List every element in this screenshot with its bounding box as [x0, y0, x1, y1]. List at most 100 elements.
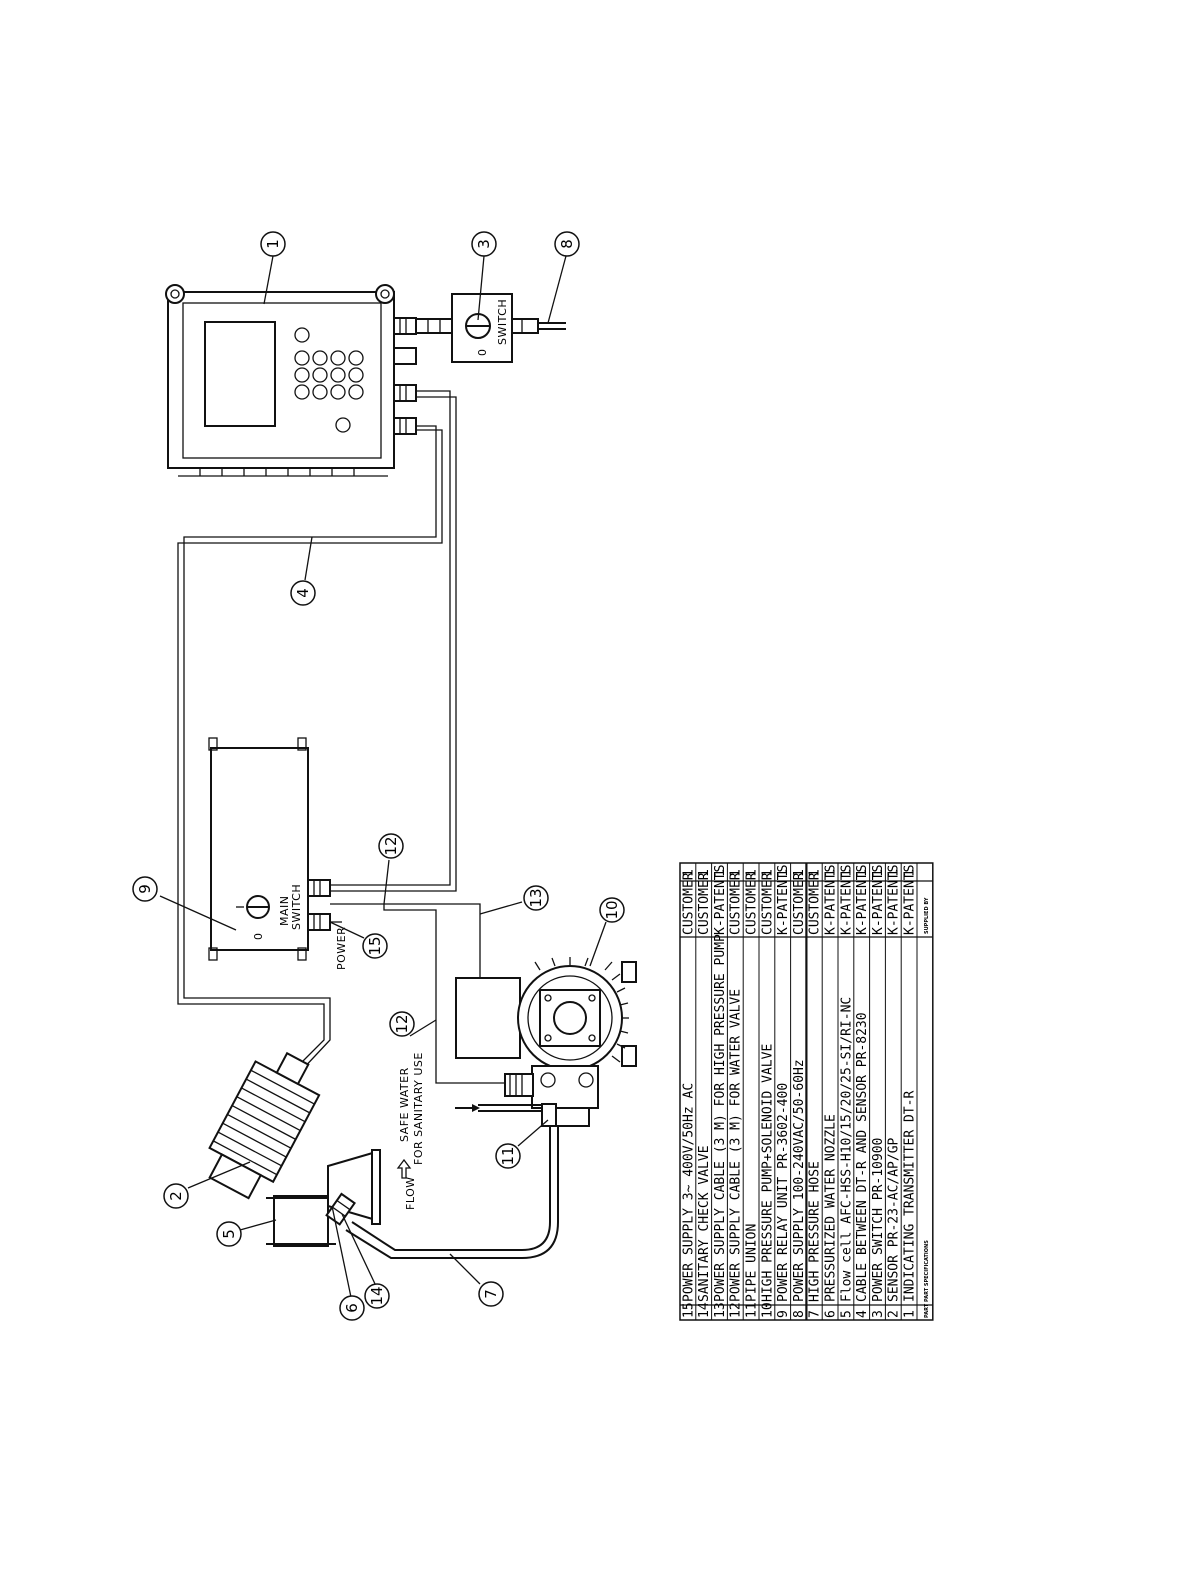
callout-number: 10 [603, 900, 621, 919]
cable-12-13 [330, 903, 535, 1084]
supplied-by-cell: K-PATENTS [871, 865, 886, 935]
part-spec-cell: SENSOR PR-23-AC/AP/GP [887, 1137, 902, 1302]
callout-number: 8 [558, 239, 576, 249]
part-number-cell: 5 [839, 1310, 854, 1318]
callout-number: 2 [167, 1191, 185, 1201]
supplied-by-cell: CUSTOMER [697, 872, 712, 935]
callout-circle [132, 876, 158, 902]
callout-circle [339, 1295, 365, 1321]
supplied-by-cell: CUSTOMER [760, 872, 775, 935]
part-spec-cell: POWER SUPPLY CABLE (3 M) FOR WATER VALVE [729, 989, 744, 1302]
callout-12a: 12 [378, 833, 404, 859]
part-number-cell: 3 [871, 1310, 886, 1318]
part-number-cell: 2 [887, 1310, 902, 1318]
callout-circle [389, 1011, 415, 1037]
part-number-cell: 15 [681, 1302, 696, 1318]
safe-water-label-line1: SAFE WATER [398, 1067, 411, 1142]
callout-circle [495, 1143, 521, 1169]
quantity-cell: 1 [681, 869, 696, 877]
quantity-cell: 1 [887, 869, 902, 877]
quantity-cell: 1 [824, 869, 839, 877]
callout-10: 10 [599, 897, 625, 923]
callout-9: 9 [132, 876, 158, 902]
callout-circle [260, 231, 286, 257]
part-number-cell: 11 [745, 1302, 760, 1318]
callout-circle [216, 1221, 242, 1247]
quantity-cell: 1 [697, 869, 712, 877]
supplied-by-cell: CUSTOMER [808, 872, 823, 935]
part-spec-cell: PRESSURIZED WATER NOZZLE [824, 1114, 839, 1302]
callout-number: 5 [220, 1229, 238, 1239]
main-switch-label-line2: SWITCH [290, 884, 303, 930]
callout-11: 11 [495, 1143, 521, 1169]
header-supplied-by: SUPPLIED BY [924, 897, 930, 934]
part-spec-cell: POWER RELAY UNIT PR-3602-400 [776, 1083, 791, 1302]
power-relay-unit: MAIN SWITCH 0 POWER [208, 737, 348, 970]
part-number-cell: 1 [903, 1310, 918, 1318]
main-zero-label: 0 [252, 933, 265, 941]
callout-6: 6 [339, 1295, 365, 1321]
part-number-cell: 13 [713, 1302, 728, 1318]
callout-number: 9 [136, 884, 154, 894]
callout-circle [471, 231, 497, 257]
callout-number: 12 [382, 836, 400, 855]
cable-relay-to-transmitter [330, 390, 457, 892]
supplied-by-cell: K-PATENTS [713, 865, 728, 935]
callout-number: 14 [368, 1286, 386, 1305]
callout-1: 1 [260, 231, 286, 257]
callout-number: 13 [527, 888, 545, 907]
part-number-cell: 7 [808, 1310, 823, 1318]
part-spec-cell: PIPE UNION [745, 1224, 760, 1302]
callout-number: 11 [499, 1146, 517, 1165]
callout-circle [599, 897, 625, 923]
supplied-by-cell: CUSTOMER [681, 872, 696, 935]
indicating-transmitter [165, 284, 417, 477]
power-switch: SWITCH 0 [415, 293, 566, 363]
cable-4 [177, 425, 443, 1073]
high-pressure-pump [455, 957, 637, 1127]
part-number-cell: 8 [792, 1310, 807, 1318]
main-switch-label-line1: MAIN [278, 896, 291, 927]
callout-number: 1 [264, 239, 282, 249]
callout-number: 7 [482, 1289, 500, 1299]
part-spec-cell: SANITARY CHECK VALVE [697, 1145, 712, 1302]
part-spec-cell: POWER SUPPLY 100-240VAC/50-60Hz [792, 1059, 807, 1302]
callout-number: 4 [294, 588, 312, 598]
header-part: PART [924, 1303, 930, 1318]
part-number-cell: 12 [729, 1302, 744, 1318]
callout-circle [290, 580, 316, 606]
callout-5: 5 [216, 1221, 242, 1247]
high-pressure-hose [345, 1126, 559, 1259]
supplied-by-cell: CUSTOMER [745, 872, 760, 935]
header-spec: PART SPECIFICATIONS [924, 1240, 930, 1302]
switch-label: SWITCH [496, 299, 509, 345]
callout-12b: 12 [389, 1011, 415, 1037]
part-number-cell: 6 [824, 1310, 839, 1318]
pipe-union: SAFE WATER FOR SANITARY USE [398, 1052, 557, 1165]
part-spec-cell: HIGH PRESSURE HOSE [808, 1161, 823, 1302]
callout-circle [364, 1283, 390, 1309]
callout-15: 15 [362, 933, 388, 959]
quantity-cell: 1 [808, 869, 823, 877]
quantity-cell: 1 [713, 869, 728, 877]
supplied-by-cell: K-PATENTS [776, 865, 791, 935]
supplied-by-cell: K-PATENTS [824, 865, 839, 935]
callout-number: 3 [475, 239, 493, 249]
quantity-cell: 1 [729, 869, 744, 877]
part-spec-cell: POWER SWITCH PR-10900 [871, 1138, 886, 1302]
supplied-by-cell: CUSTOMER [792, 872, 807, 935]
callout-circle [554, 231, 580, 257]
supplied-by-cell: CUSTOMER [729, 872, 744, 935]
supplied-by-cell: K-PATENTS [855, 865, 870, 935]
callout-circle [163, 1183, 189, 1209]
part-spec-cell: INDICATING TRANSMITTER DT-R [903, 1091, 918, 1302]
callout-circle [362, 933, 388, 959]
part-number-cell: 4 [855, 1310, 870, 1318]
part-number-cell: 9 [776, 1310, 791, 1318]
supplied-by-cell: K-PATENTS [887, 865, 902, 935]
callout-8: 8 [554, 231, 580, 257]
safe-water-label-line2: FOR SANITARY USE [412, 1052, 425, 1165]
part-number-cell: 14 [697, 1302, 712, 1318]
